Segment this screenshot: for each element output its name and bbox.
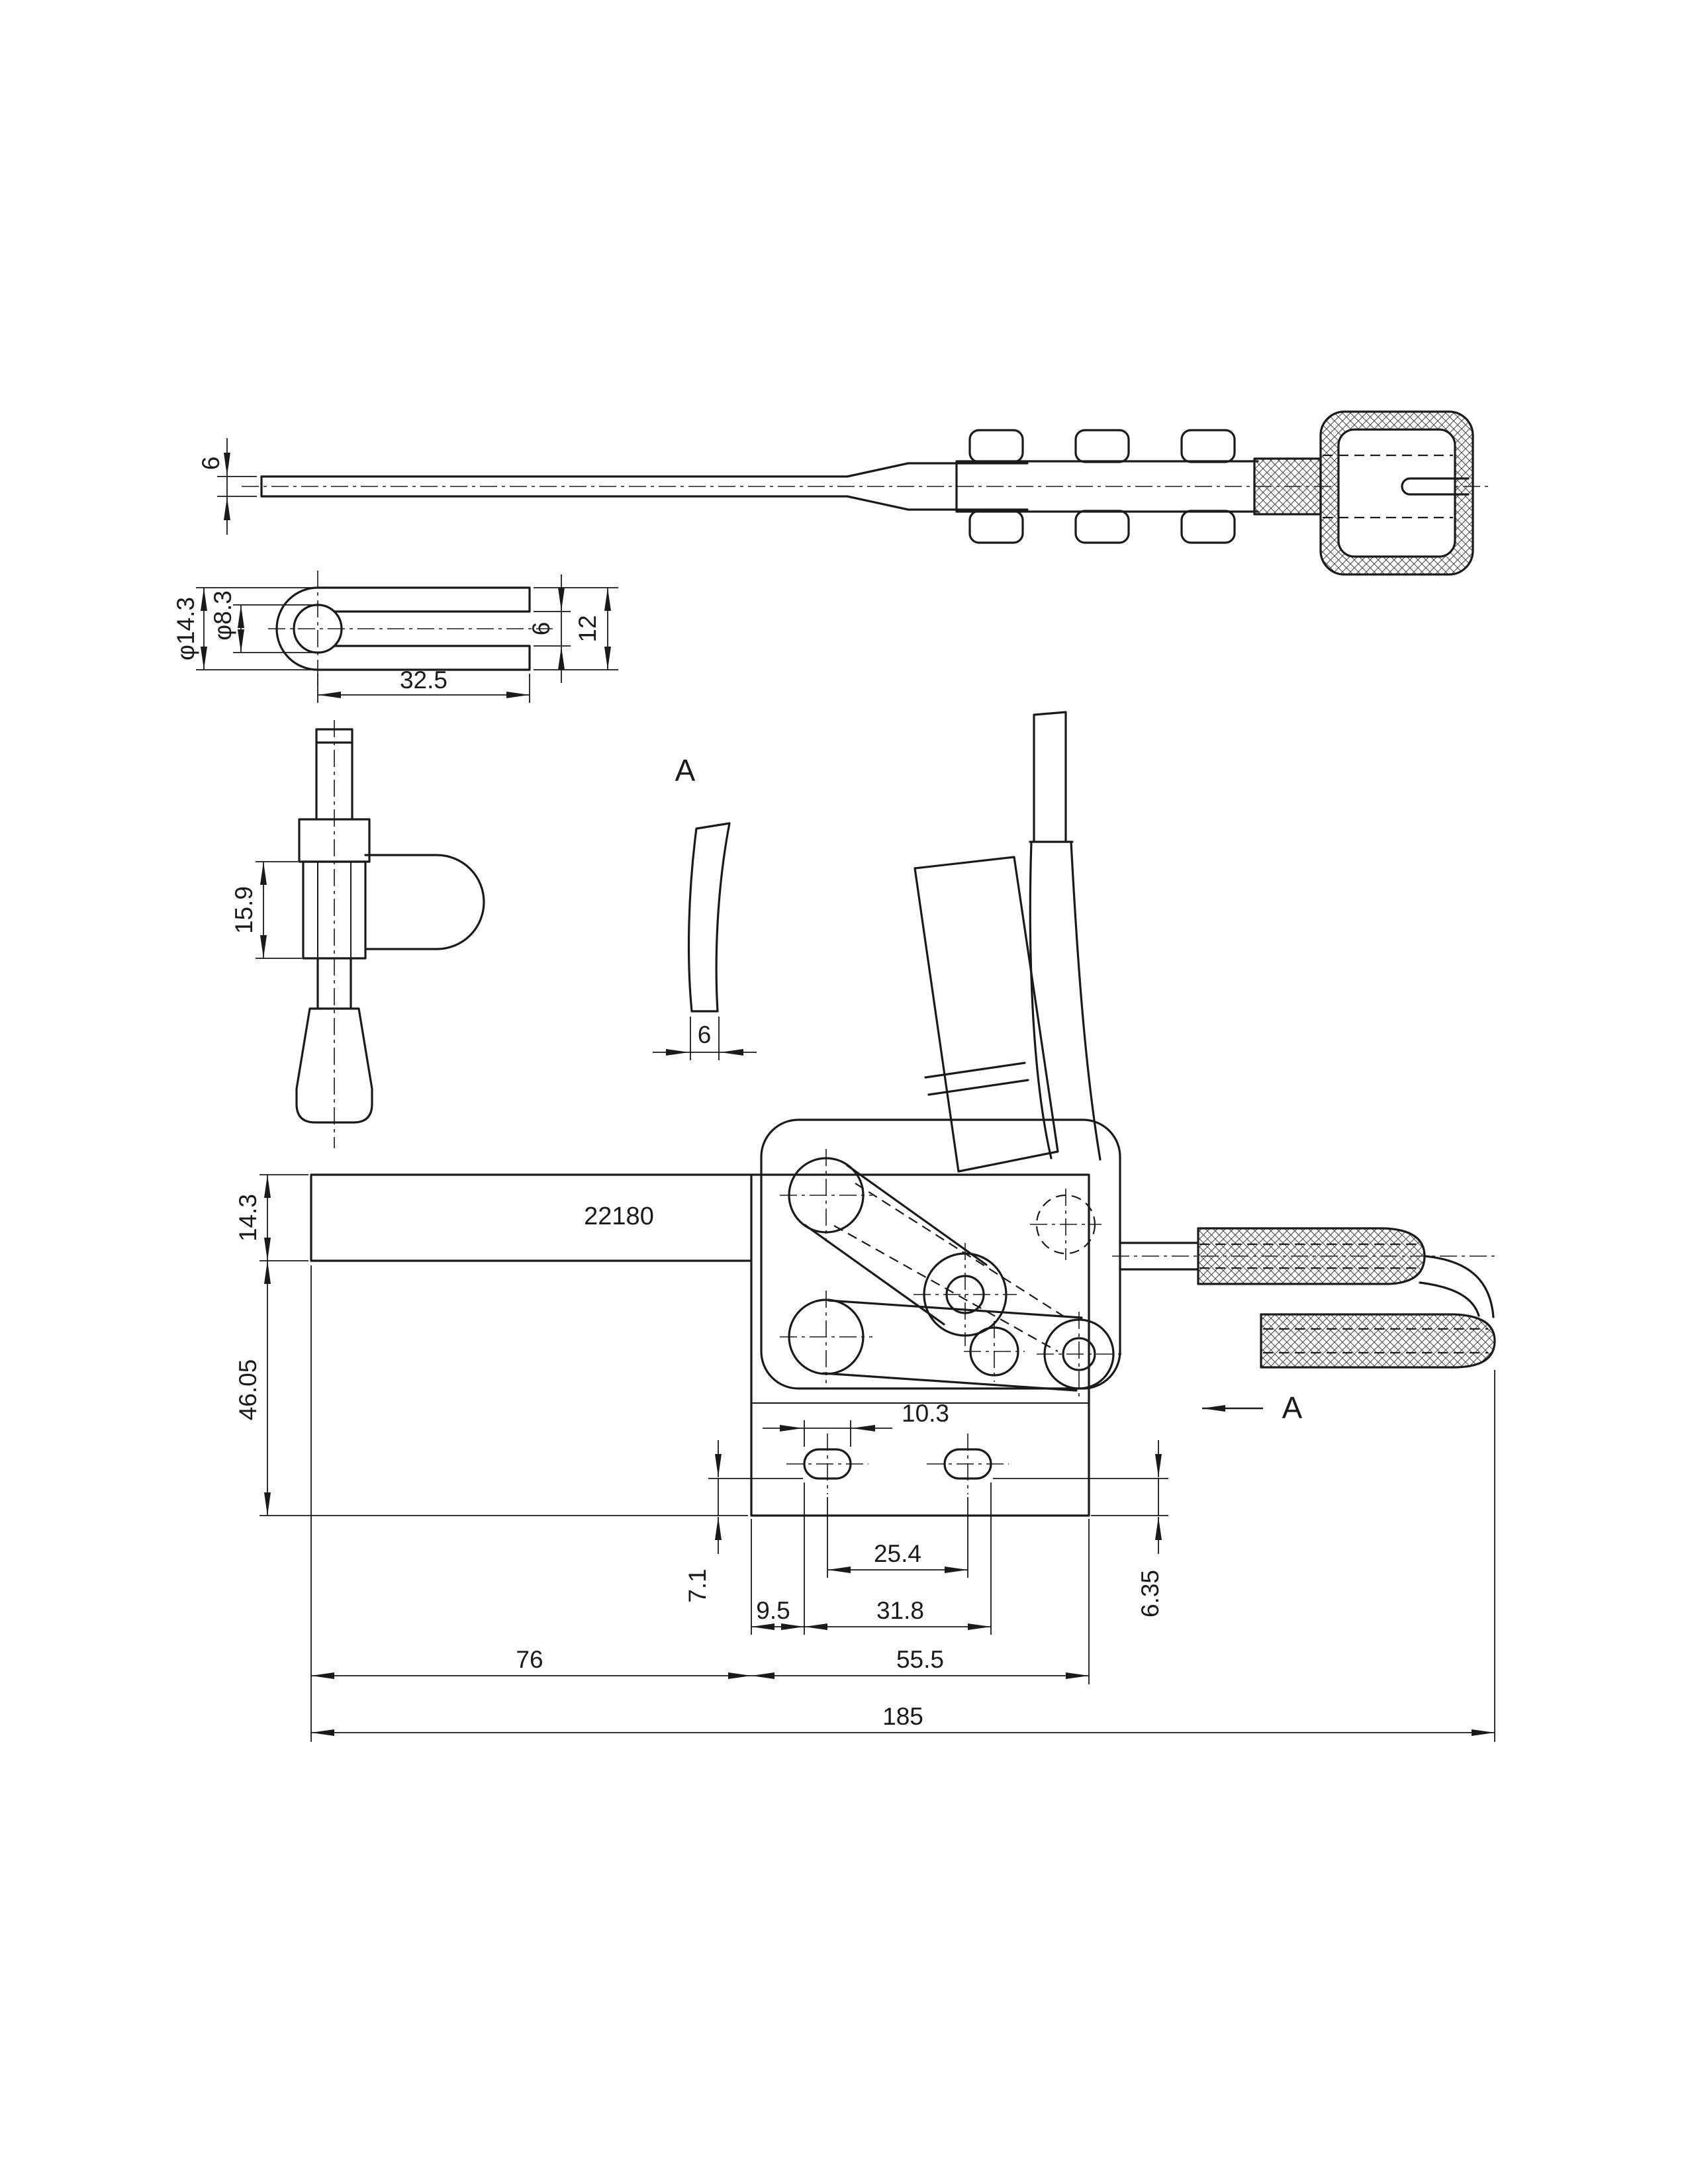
dim-fork-outer-dia: φ14.3 — [172, 597, 199, 660]
fork-outline — [275, 586, 531, 671]
section-label: A — [675, 753, 696, 788]
toggle-links-hidden — [833, 1183, 1072, 1352]
view-section-a: A 6 — [653, 753, 757, 1060]
section-cut-label: A — [1282, 1390, 1303, 1425]
grip-step — [1419, 1255, 1495, 1318]
pivot-bracket — [760, 1118, 1121, 1390]
base-body — [750, 1173, 1090, 1517]
dim-spindle-body-width: 15.9 — [230, 886, 258, 934]
dim-base-height: 46.05 — [234, 1359, 261, 1421]
handle-bar — [1029, 711, 1102, 1161]
spindle-stud — [315, 728, 353, 821]
pivot-holes — [780, 1149, 1121, 1396]
dim-fork-height: 12 — [574, 615, 601, 642]
rubber-tip — [295, 1007, 373, 1124]
dim-base-length: 55.5 — [896, 1646, 944, 1673]
grip-lower — [1260, 1313, 1496, 1369]
dim-fork-length: 32.5 — [400, 666, 447, 694]
knob-slot — [1401, 477, 1470, 496]
fork-hole — [293, 604, 343, 654]
grip-upper — [1197, 1227, 1426, 1285]
knob-hidden-lines — [1323, 454, 1453, 519]
view-top-assembly: 6 — [197, 410, 1489, 576]
rivet-tabs — [968, 429, 1236, 544]
spindle-bar — [260, 462, 1029, 511]
spindle-body — [302, 860, 367, 960]
mounting-slots — [786, 1433, 1009, 1494]
ext-lines-bar-thickness — [217, 476, 257, 497]
base-arm — [310, 1173, 753, 1262]
view-spindle: 15.9 — [230, 720, 485, 1148]
dim-overall-length: 185 — [882, 1703, 923, 1730]
dim-slot-span: 31.8 — [876, 1597, 924, 1624]
part-number: 22180 — [584, 1203, 654, 1230]
spindle-shank — [316, 957, 352, 1010]
dim-slot-to-bottom: 7.1 — [684, 1569, 711, 1602]
section-strip — [687, 822, 731, 1013]
view-fork: φ14.3 φ8.3 6 12 32.5 — [172, 570, 618, 703]
toggle-links — [804, 1164, 1083, 1392]
fork-center-lines — [268, 570, 553, 687]
clevis-cap — [364, 854, 485, 950]
dim-slot-length: 10.3 — [902, 1400, 949, 1427]
dim-slot-pitch: 25.4 — [874, 1540, 921, 1567]
dim-slot-edge-offset: 9.5 — [756, 1597, 790, 1624]
dim-base-to-slot-offset: 6.35 — [1137, 1570, 1164, 1617]
knob-inner — [1337, 428, 1456, 558]
handle-rod — [1119, 1242, 1199, 1271]
view-main: 22180 A 14.3 46.05 10.3 25.4 9.5 31.8 — [234, 711, 1499, 1742]
dim-arm-length: 76 — [516, 1646, 543, 1673]
dim-fork-hole-dia: φ8.3 — [209, 590, 236, 640]
dim-flange-thickness: 14.3 — [234, 1194, 261, 1242]
dim-fork-slot-width: 6 — [528, 622, 555, 636]
clamp-arm — [914, 856, 1059, 1173]
dim-section-thickness: 6 — [698, 1021, 712, 1048]
handle-shank-knurled — [1253, 457, 1322, 516]
dim-bar-thickness: 6 — [197, 457, 224, 471]
